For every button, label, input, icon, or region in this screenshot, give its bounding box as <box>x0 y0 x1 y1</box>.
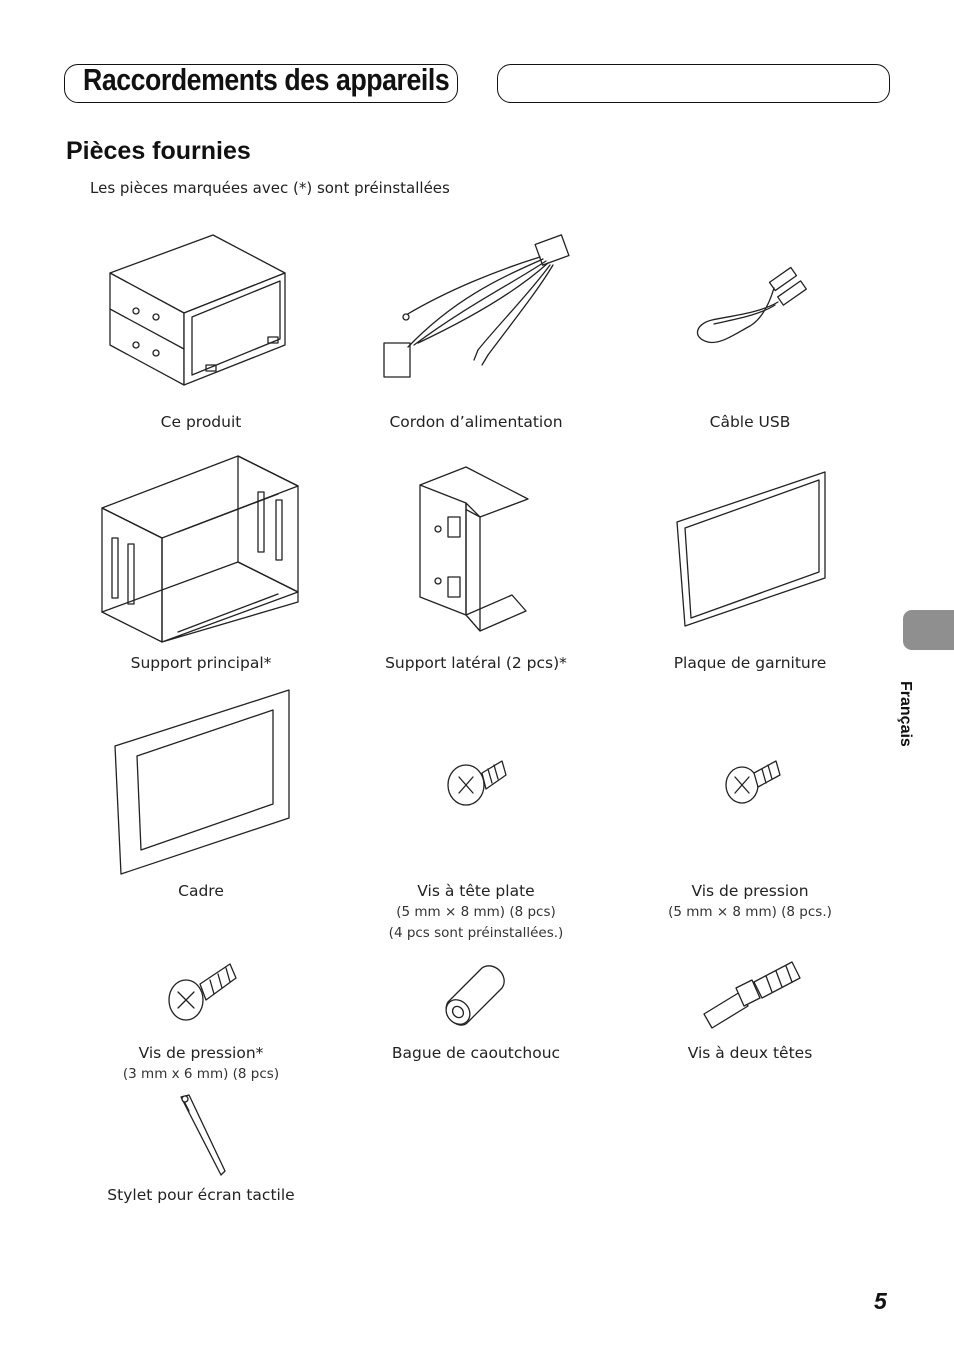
item-label-stylet: Stylet pour écran tactile <box>107 1186 295 1204</box>
frame-icon <box>114 689 290 875</box>
side-bracket-icon <box>419 466 529 632</box>
item-label-bague: Bague de caoutchouc <box>391 1044 561 1062</box>
item-sub-vis-tete-plate-note: (4 pcs sont préinstallées.) <box>388 925 564 941</box>
power-cord-icon <box>383 234 570 378</box>
trim-plate-icon <box>676 471 826 627</box>
double-head-screw-icon <box>703 961 801 1029</box>
item-sub-vis-tete-plate-size: (5 mm × 8 mm) (8 pcs) <box>396 904 556 920</box>
header-title-box <box>64 64 458 103</box>
item-sub-vis-pression-star-size: (3 mm x 6 mm) (8 pcs) <box>122 1066 280 1082</box>
item-sub-vis-pression-size: (5 mm × 8 mm) (8 pcs.) <box>668 904 832 920</box>
stylus-icon <box>180 1094 226 1176</box>
item-pressure-screw: Vis de pression (5 mm × 8 mm) (8 pcs.) <box>620 881 880 923</box>
item-label-support-lateral: Support latéral (2 pcs)* <box>385 654 567 672</box>
item-label-vis-pression-star: Vis de pression* <box>138 1044 264 1062</box>
rubber-bush-icon <box>445 965 505 1026</box>
page-number: 5 <box>874 1288 887 1314</box>
item-label-vis-deux-tetes: Vis à deux têtes <box>687 1044 813 1062</box>
page-title: Raccordements des appareils <box>83 62 450 97</box>
item-flat-head-screw: Vis à tête plate (5 mm × 8 mm) (8 pcs) (… <box>346 881 606 944</box>
item-small-pressure-screw: Vis de pression* (3 mm x 6 mm) (8 pcs) <box>71 1043 331 1085</box>
preinstalled-note: Les pièces marquées avec (*) sont préins… <box>90 179 450 197</box>
language-tab <box>903 610 954 650</box>
item-label-vis-tete-plate: Vis à tête plate <box>417 882 535 900</box>
section-title: Pièces fournies <box>66 137 251 165</box>
pressure-screw-icon <box>725 760 781 804</box>
item-label-cordon: Cordon d’alimentation <box>389 413 563 431</box>
item-label-vis-pression: Vis de pression <box>691 882 809 900</box>
header-right-box <box>497 64 890 103</box>
usb-cable-icon <box>696 266 807 344</box>
item-label-cadre: Cadre <box>178 882 224 900</box>
item-label-support-principal: Support principal* <box>130 654 272 672</box>
item-label-cable-usb: Câble USB <box>709 413 791 431</box>
item-label-ce-produit: Ce produit <box>160 413 242 431</box>
language-label: Français <box>897 681 914 747</box>
flat-head-screw-icon <box>447 760 507 806</box>
item-label-plaque: Plaque de garniture <box>673 654 827 672</box>
small-pressure-screw-icon <box>168 963 237 1021</box>
main-bracket-icon <box>101 455 299 643</box>
head-unit-icon <box>109 234 286 386</box>
